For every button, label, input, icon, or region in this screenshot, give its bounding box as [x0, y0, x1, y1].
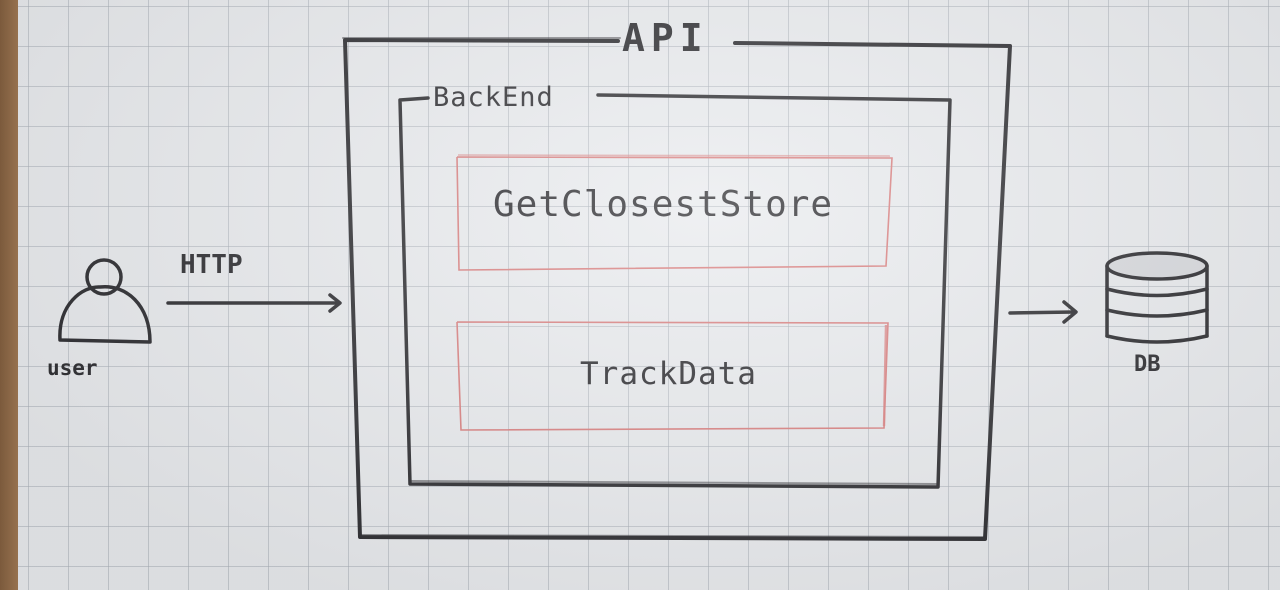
- function-box-getclosest: [456, 154, 893, 271]
- function-trackdata-label: TrackData: [580, 356, 757, 392]
- http-label: HTTP: [180, 250, 243, 280]
- function-box-trackdata: [456, 321, 889, 431]
- function-getclosest-label: GetClosestStore: [493, 184, 834, 225]
- api-box: [342, 37, 1012, 541]
- backend-box: [398, 93, 952, 489]
- arrow-right-icon: [166, 293, 342, 313]
- db-arrow-icon: [1008, 300, 1078, 324]
- user-icon: [58, 258, 152, 344]
- db-label: DB: [1134, 352, 1161, 377]
- backend-label: BackEnd: [433, 82, 554, 113]
- user-label: user: [47, 356, 98, 380]
- api-label: API: [622, 16, 709, 60]
- whiteboard-grid: [18, 0, 1280, 590]
- database-icon: [1105, 251, 1209, 344]
